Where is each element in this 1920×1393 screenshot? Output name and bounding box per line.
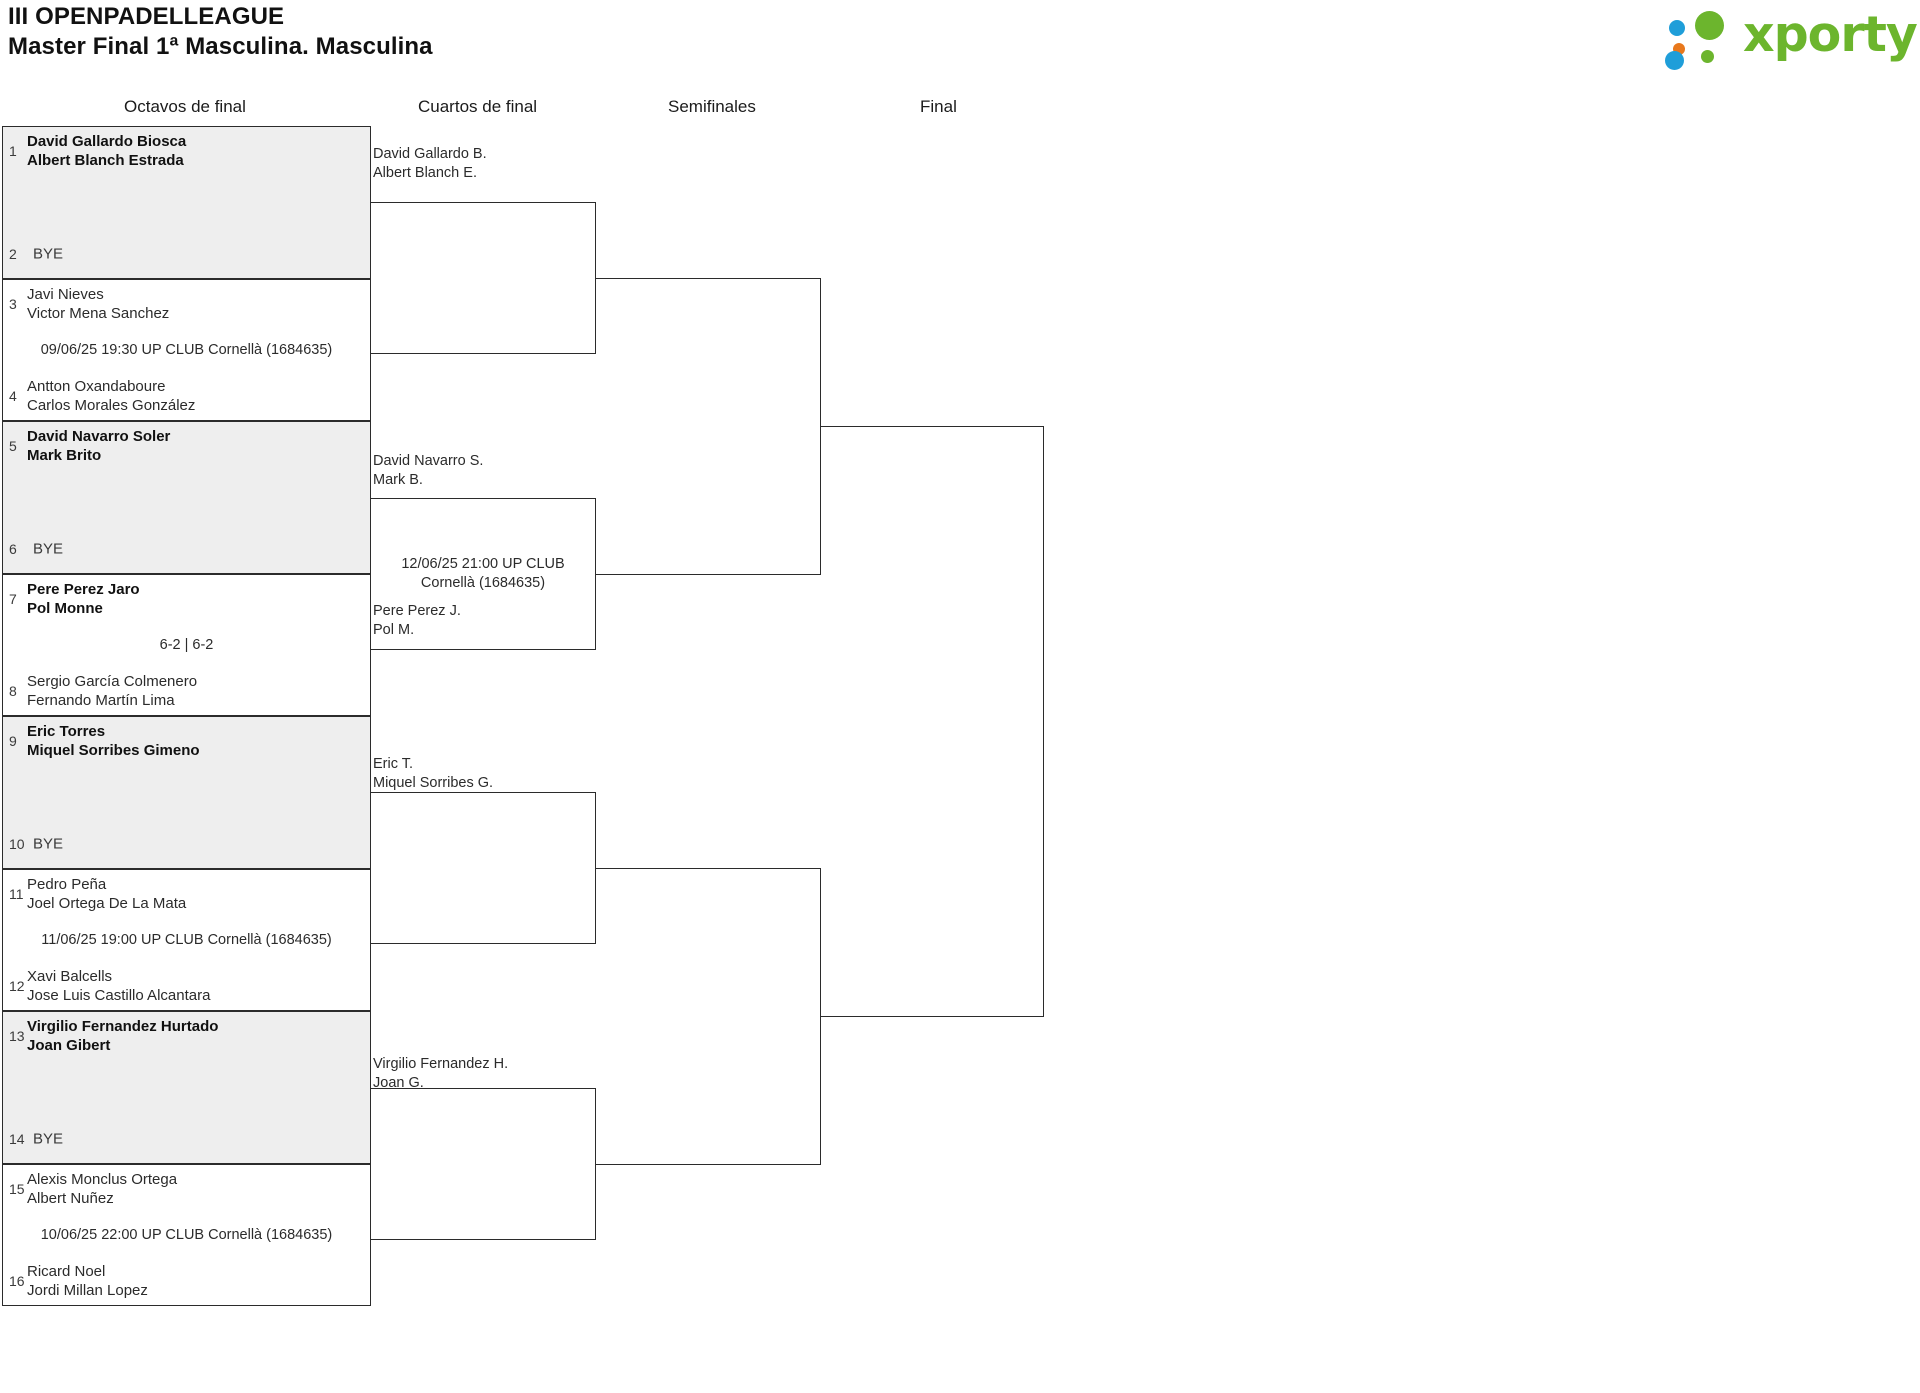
logo-dot-green-small xyxy=(1701,50,1714,63)
sf-connector-2[interactable] xyxy=(686,868,821,1165)
r16-match-5[interactable]: 9 Eric Torres Miquel Sorribes Gimeno 10 … xyxy=(2,716,371,869)
seed-number: 6 xyxy=(9,541,17,557)
r16-slot-8[interactable]: 8 Sergio García Colmenero Fernando Martí… xyxy=(3,671,370,711)
team-name: Pere Perez Jaro Pol Monne xyxy=(27,581,140,617)
xporty-logo[interactable]: xporty xyxy=(1665,6,1918,70)
qf-entry-7[interactable]: Virgilio Fernandez H. Joan G. xyxy=(373,1056,509,1091)
r16-slot-14[interactable]: 14 BYE xyxy=(3,1119,370,1159)
qf-connector-2[interactable]: 12/06/25 21:00 UP CLUB Cornellà (1684635… xyxy=(371,498,596,650)
team-name: Eric Torres Miquel Sorribes Gimeno xyxy=(27,723,200,759)
qf-connector-3-out xyxy=(596,868,686,869)
seed-number: 5 xyxy=(9,438,17,454)
qf-connector-2-out xyxy=(596,574,686,575)
team-name: David Gallardo Biosca Albert Blanch Estr… xyxy=(27,133,187,169)
bye-label: BYE xyxy=(33,540,64,558)
seed-number: 11 xyxy=(9,886,24,902)
qf-entry-4[interactable]: Pere Perez J. Pol M. xyxy=(373,603,461,638)
round-header-final: Final xyxy=(920,97,957,116)
r16-slot-16[interactable]: 16 Ricard Noel Jordi Millan Lopez xyxy=(3,1261,370,1301)
r16-slot-5[interactable]: 5 David Navarro Soler Mark Brito xyxy=(3,426,370,466)
match-schedule: 11/06/25 19:00 UP CLUB Cornellà (1684635… xyxy=(41,932,332,948)
seed-number: 7 xyxy=(9,591,17,607)
r16-match-7[interactable]: 13 Virgilio Fernandez Hurtado Joan Giber… xyxy=(2,1011,371,1164)
round-header-round-of-16: Octavos de final xyxy=(124,97,246,116)
qf-entry-3[interactable]: David Navarro S. Mark B. xyxy=(373,453,484,488)
r16-match-4[interactable]: 7 Pere Perez Jaro Pol Monne 6-2 | 6-2 8 … xyxy=(2,574,371,716)
logo-dot-blue-small xyxy=(1669,20,1685,36)
qf-match-schedule: 12/06/25 21:00 UP CLUB Cornellà (1684635… xyxy=(401,556,565,591)
team-name: Javi Nieves Victor Mena Sanchez xyxy=(27,286,170,322)
logo-dot-blue-large xyxy=(1665,51,1684,70)
seed-number: 14 xyxy=(9,1131,25,1147)
bye-label: BYE xyxy=(33,1130,64,1148)
logo-dot-green-large xyxy=(1695,11,1724,40)
r16-slot-2[interactable]: 2 BYE xyxy=(3,234,370,274)
team-name: Alexis Monclus Ortega Albert Nuñez xyxy=(27,1171,178,1207)
r16-match-1[interactable]: 1 David Gallardo Biosca Albert Blanch Es… xyxy=(2,126,371,279)
r16-slot-9[interactable]: 9 Eric Torres Miquel Sorribes Gimeno xyxy=(3,721,370,761)
sf-connector-1[interactable] xyxy=(686,278,821,575)
r16-match-8[interactable]: 15 Alexis Monclus Ortega Albert Nuñez 10… xyxy=(2,1164,371,1306)
r16-slot-4[interactable]: 4 Antton Oxandaboure Carlos Morales Gonz… xyxy=(3,376,370,416)
r16-slot-13[interactable]: 13 Virgilio Fernandez Hurtado Joan Giber… xyxy=(3,1016,370,1056)
seed-number: 8 xyxy=(9,683,17,699)
match-schedule: 09/06/25 19:30 UP CLUB Cornellà (1684635… xyxy=(40,342,333,358)
seed-number: 12 xyxy=(9,978,25,994)
qf-entry-5[interactable]: Eric T. Miquel Sorribes G. xyxy=(373,756,494,791)
sf-connector-2-out xyxy=(821,1016,946,1017)
r16-slot-10[interactable]: 10 BYE xyxy=(3,824,370,864)
r16-match-2[interactable]: 3 Javi Nieves Victor Mena Sanchez 09/06/… xyxy=(2,279,371,421)
r16-slot-11[interactable]: 11 Pedro Peña Joel Ortega De La Mata xyxy=(3,874,370,914)
qf-connector-1[interactable] xyxy=(371,202,596,354)
r16-slot-12[interactable]: 12 Xavi Balcells Jose Luis Castillo Alca… xyxy=(3,966,370,1006)
seed-number: 16 xyxy=(9,1273,25,1289)
r16-slot-7[interactable]: 7 Pere Perez Jaro Pol Monne xyxy=(3,579,370,619)
qf-connector-3[interactable] xyxy=(371,792,596,944)
team-name: Virgilio Fernandez Hurtado Joan Gibert xyxy=(27,1018,219,1054)
round-header-quarter-finals: Cuartos de final xyxy=(418,97,538,116)
bye-label: BYE xyxy=(33,835,64,853)
r16-slot-3[interactable]: 3 Javi Nieves Victor Mena Sanchez xyxy=(3,284,370,324)
match-schedule: 10/06/25 22:00 UP CLUB Cornellà (1684635… xyxy=(40,1227,333,1243)
match-score: 6-2 | 6-2 xyxy=(159,637,214,653)
r16-match-6[interactable]: 11 Pedro Peña Joel Ortega De La Mata 11/… xyxy=(2,869,371,1011)
r16-slot-1[interactable]: 1 David Gallardo Biosca Albert Blanch Es… xyxy=(3,131,370,171)
r16-slot-15[interactable]: 15 Alexis Monclus Ortega Albert Nuñez xyxy=(3,1169,370,1209)
tournament-subtitle: Master Final 1ª Masculina. Masculina xyxy=(8,33,433,60)
seed-number: 2 xyxy=(9,246,17,262)
round-header-semi-finals: Semifinales xyxy=(668,97,756,116)
team-name: Xavi Balcells Jose Luis Castillo Alcanta… xyxy=(27,968,211,1004)
team-name: Pedro Peña Joel Ortega De La Mata xyxy=(27,876,187,912)
team-name: Antton Oxandaboure Carlos Morales Gonzál… xyxy=(27,378,196,414)
team-name: David Navarro Soler Mark Brito xyxy=(27,428,171,464)
bye-label: BYE xyxy=(33,245,64,263)
seed-number: 4 xyxy=(9,388,17,404)
team-name: Sergio García Colmenero Fernando Martín … xyxy=(27,673,198,709)
qf-connector-4[interactable] xyxy=(371,1088,596,1240)
qf-connector-4-out xyxy=(596,1164,686,1165)
r16-slot-6[interactable]: 6 BYE xyxy=(3,529,370,569)
seed-number: 9 xyxy=(9,733,17,749)
final-connector[interactable] xyxy=(946,426,1044,1017)
seed-number: 3 xyxy=(9,296,17,312)
tournament-title: III OPENPADELLEAGUE xyxy=(8,3,285,30)
tournament-header: III OPENPADELLEAGUE Master Final 1ª Masc… xyxy=(8,2,1108,62)
seed-number: 1 xyxy=(9,143,17,159)
team-name: Ricard Noel Jordi Millan Lopez xyxy=(27,1263,148,1299)
seed-number: 10 xyxy=(9,836,25,852)
seed-number: 13 xyxy=(9,1028,25,1044)
qf-connector-1-out xyxy=(596,278,686,279)
r16-match-3[interactable]: 5 David Navarro Soler Mark Brito 6 BYE xyxy=(2,421,371,574)
seed-number: 15 xyxy=(9,1181,25,1197)
qf-entry-1[interactable]: David Gallardo B. Albert Blanch E. xyxy=(373,146,487,181)
sf-connector-1-out xyxy=(821,426,946,427)
logo-wordmark: xporty xyxy=(1743,6,1918,63)
